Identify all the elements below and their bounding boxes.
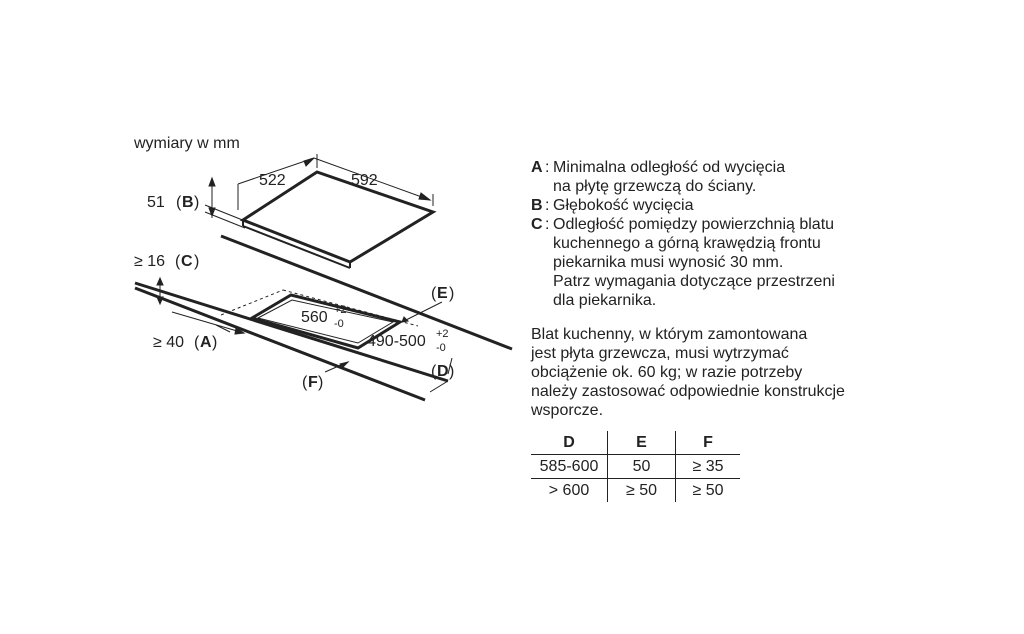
legend-line: kuchennego a górną krawędzią frontu <box>553 235 821 252</box>
a-value-label: ≥ 40 <box>153 334 184 351</box>
e-key-label: E <box>437 285 448 302</box>
d-open-paren: ( <box>431 363 437 380</box>
table-header-e: E <box>607 431 676 455</box>
table-cell: > 600 <box>531 478 608 502</box>
cutout-width-tol-minus: -0 <box>436 342 446 354</box>
legend-line: dla piekarnika. <box>553 292 657 309</box>
table-cell: ≥ 35 <box>675 454 740 479</box>
b-value-label: 51 <box>147 194 165 211</box>
table-header-row: D E F <box>531 431 740 455</box>
b-open-paren: ( <box>176 194 182 211</box>
table-cell: ≥ 50 <box>607 478 676 502</box>
legend-key: A <box>531 159 543 176</box>
dimension-table: D E F 585-600 50 ≥ 35 > 600 ≥ 50 ≥ 50 <box>531 431 740 502</box>
hob-plate <box>239 170 437 269</box>
legend-line: na płytę grzewczą do ściany. <box>553 178 757 195</box>
f-open-paren: ( <box>302 374 308 391</box>
note-line: należy zastosować odpowiednie konstrukcj… <box>531 383 845 400</box>
cutout <box>248 293 404 350</box>
table-cell: 50 <box>607 454 676 479</box>
d-close-paren: ) <box>449 363 454 380</box>
cutout-depth-label: 560 <box>301 309 328 326</box>
table-cell: 585-600 <box>531 454 608 479</box>
c-value-label: ≥ 16 <box>134 253 165 270</box>
cutout-depth-tol-minus: -0 <box>334 318 344 330</box>
f-close-paren: ) <box>318 374 323 391</box>
c-key-label: C <box>181 253 193 270</box>
d-key-label: D <box>437 363 449 380</box>
legend-item-b: B: Głębokość wycięcia <box>531 196 911 215</box>
note-line: Blat kuchenny, w którym zamontowana <box>531 326 808 343</box>
worktop-load-note: Blat kuchenny, w którym zamontowana jest… <box>531 325 911 420</box>
table-header-d: D <box>531 431 608 455</box>
a-open-paren: ( <box>194 334 200 351</box>
hob-depth-label: 592 <box>351 172 378 189</box>
e-close-paren: ) <box>449 285 454 302</box>
cutout-width-label: 490-500 <box>367 333 426 350</box>
legend-line: Odległość pomiędzy powierzchnią blatu <box>553 216 835 233</box>
legend-line: Głębokość wycięcia <box>553 197 694 214</box>
legend-key: B <box>531 197 543 214</box>
legend-line: piekarnika musi wynosić 30 mm. <box>553 254 784 271</box>
hob-dimension-lines <box>204 154 434 229</box>
legend: A: Minimalna odległość od wycięcia na pł… <box>531 158 911 310</box>
f-key-label: F <box>308 374 318 391</box>
cutout-width-tol-plus: +2 <box>436 328 449 340</box>
legend-item-a: A: Minimalna odległość od wycięcia na pł… <box>531 158 911 196</box>
table-row: 585-600 50 ≥ 35 <box>531 454 740 479</box>
units-note: wymiary w mm <box>133 135 240 152</box>
b-close-paren: ) <box>194 194 199 211</box>
legend-line: Minimalna odległość od wycięcia <box>553 159 786 176</box>
note-line: wsporcze. <box>531 402 604 419</box>
hob-width-label: 522 <box>259 172 286 189</box>
legend-item-c: C: Odległość pomiędzy powierzchnią blatu… <box>531 215 911 310</box>
a-close-paren: ) <box>212 334 217 351</box>
table-cell: ≥ 50 <box>692 481 724 499</box>
a-key-label: A <box>200 334 212 351</box>
legend-line: Patrz wymagania dotyczące przestrzeni <box>553 273 835 290</box>
legend-key: C <box>531 216 543 233</box>
cutout-depth-tol-plus: +2 <box>334 304 347 316</box>
table-row: > 600 ≥ 50 ≥ 50 <box>531 478 740 502</box>
c-open-paren: ( <box>175 253 181 270</box>
note-line: obciążenie ok. 60 kg; w razie potrzeby <box>531 364 803 381</box>
c-close-paren: ) <box>194 253 199 270</box>
b-key-label: B <box>182 194 194 211</box>
e-open-paren: ( <box>431 285 437 302</box>
worktop-dimension-lines <box>156 276 453 393</box>
table-header-f: F <box>675 431 740 455</box>
note-line: jest płyta grzewcza, musi wytrzymać <box>531 345 789 362</box>
